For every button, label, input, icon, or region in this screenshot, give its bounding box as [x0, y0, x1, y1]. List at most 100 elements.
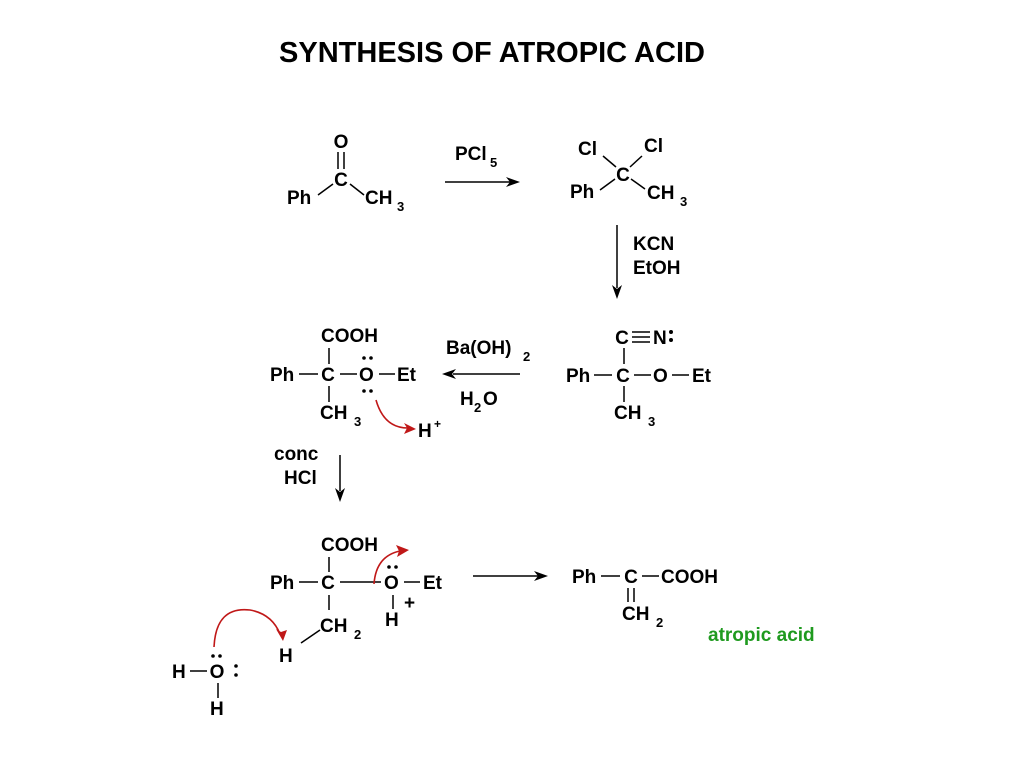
atom-c: C [321, 573, 335, 594]
reagent-kcn: KCN [633, 234, 674, 255]
bond [630, 178, 646, 190]
arrow-head [442, 369, 456, 379]
reagent-baoh: Ba(OH) [446, 338, 511, 359]
atom-ch: CH [622, 604, 649, 625]
subscript: 3 [354, 414, 361, 429]
bond [629, 155, 643, 168]
atom-ch: CH [320, 403, 347, 424]
curly-arrow-head [276, 629, 287, 641]
subscript: 2 [474, 400, 481, 415]
atom-ph: Ph [572, 567, 596, 588]
reagent-hcl: HCl [284, 468, 317, 489]
curly-arrow-head [396, 545, 409, 557]
subscript: 2 [656, 615, 663, 630]
reaction-arrow-1: PCl 5 [445, 144, 520, 187]
lone-pair-dot [669, 338, 673, 342]
arrow-head [534, 571, 548, 581]
arrow-head [612, 285, 622, 299]
lone-pair-dot [362, 356, 366, 360]
curly-arrow [213, 608, 281, 648]
atom-o: O [359, 365, 374, 386]
subscript: 3 [397, 199, 404, 214]
curly-arrow [375, 399, 409, 429]
curly-arrow-head [404, 423, 416, 434]
subscript: 5 [490, 155, 497, 170]
reaction-arrow-2: KCN EtOH [612, 225, 681, 299]
atom-c: C [616, 366, 630, 387]
atom-o: O [653, 366, 668, 387]
atom-c: C [616, 165, 630, 186]
lone-pair-dot [211, 654, 215, 658]
curly-arrow [373, 550, 401, 585]
atom-ph: Ph [566, 366, 590, 387]
reagent-water-h: H [460, 389, 474, 410]
atom-o: O [384, 573, 399, 594]
lone-pair-dot [218, 654, 222, 658]
atom-cooh: COOH [661, 567, 718, 588]
reagent-pcl: PCl [455, 144, 487, 165]
bond [300, 629, 321, 644]
molecule-water: H O H [172, 654, 238, 720]
atom-ch: CH [365, 188, 392, 209]
lone-pair-dot [669, 330, 673, 334]
bond [602, 155, 617, 168]
arrow-head [506, 177, 520, 187]
lone-pair-dot [394, 565, 398, 569]
atom-c: C [624, 567, 638, 588]
atom-et: Et [692, 366, 712, 387]
atom-ch: CH [647, 183, 674, 204]
atom-h-plus: H [418, 421, 432, 442]
lone-pair-dot [369, 356, 373, 360]
atom-h: H [385, 610, 399, 631]
positive-charge: + [404, 593, 415, 614]
lone-pair-dot [234, 673, 238, 677]
molecule-atropic-acid: Ph C COOH CH 2 atropic acid [572, 567, 815, 646]
molecule-nitrile-ether: C N Ph C O Et CH 3 [566, 328, 712, 429]
subscript: 2 [354, 627, 361, 642]
arrow-head [335, 488, 345, 502]
atom-cooh: COOH [321, 535, 378, 556]
atom-ch: CH [614, 403, 641, 424]
atom-ph: Ph [270, 365, 294, 386]
bond [317, 183, 334, 196]
atom-cooh: COOH [321, 326, 378, 347]
molecule-ether-acid: COOH Ph C O Et CH 3 H + [270, 326, 441, 442]
atom-ph: Ph [270, 573, 294, 594]
reaction-arrow-4: conc HCl [274, 444, 345, 502]
reagent-etoh: EtOH [633, 258, 681, 279]
page-title: SYNTHESIS OF ATROPIC ACID [279, 37, 705, 69]
atom-o: O [334, 132, 349, 153]
atom-et: Et [397, 365, 417, 386]
bond [599, 178, 616, 191]
atom-o: O [210, 662, 225, 683]
molecule-oxonium: COOH Ph C O Et H + CH 2 H [213, 535, 443, 667]
atom-ch: CH [320, 616, 347, 637]
subscript: 3 [680, 194, 687, 209]
atom-c: C [334, 170, 348, 191]
bond [349, 183, 365, 196]
atom-c: C [321, 365, 335, 386]
atom-h: H [279, 646, 293, 667]
atom-ph: Ph [570, 182, 594, 203]
atom-n: N [653, 328, 667, 349]
reagent-conc: conc [274, 444, 319, 465]
atom-et: Et [423, 573, 443, 594]
lone-pair-dot [362, 389, 366, 393]
molecule-acetophenone: O C Ph CH 3 [287, 132, 404, 214]
subscript: 2 [523, 349, 530, 364]
superscript-plus: + [434, 417, 441, 431]
lone-pair-dot [369, 389, 373, 393]
atom-cl: Cl [644, 136, 663, 157]
reaction-arrow-5 [473, 571, 548, 581]
lone-pair-dot [234, 664, 238, 668]
atom-cl: Cl [578, 139, 597, 160]
atom-h: H [172, 662, 186, 683]
reagent-water-o: O [483, 389, 498, 410]
molecule-dichloride: Cl Cl C Ph CH 3 [570, 136, 687, 209]
atom-ph: Ph [287, 188, 311, 209]
atom-c: C [615, 328, 629, 349]
atom-h: H [210, 699, 224, 720]
product-label: atropic acid [708, 625, 815, 646]
